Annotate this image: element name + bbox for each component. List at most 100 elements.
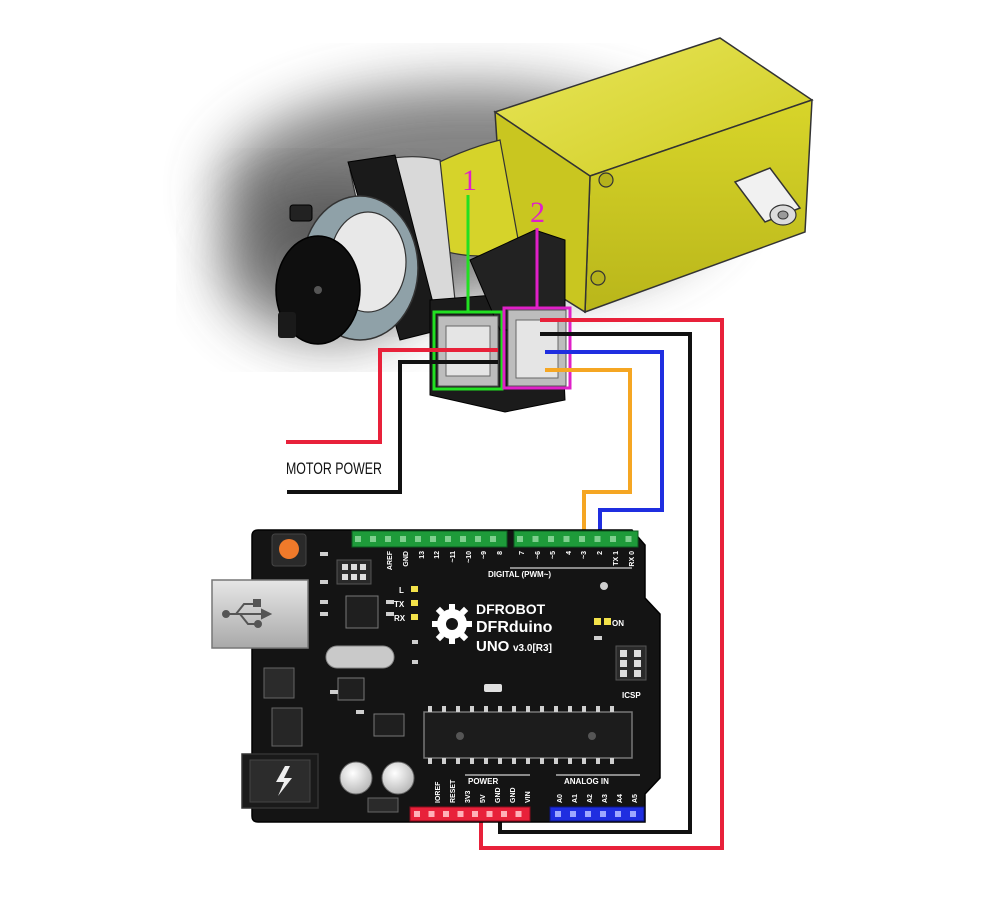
led-label-rx: RX xyxy=(394,614,406,623)
digital-pin-label: 2 xyxy=(597,551,604,555)
power-pin-label: IOREF xyxy=(435,781,442,803)
crystal xyxy=(325,645,395,669)
digital-pin-label: 7 xyxy=(519,551,526,555)
capacitor xyxy=(339,761,373,795)
digital-header-label: DIGITAL (PWM~) xyxy=(488,570,551,579)
screw-hole xyxy=(598,172,614,188)
digital-pin-label: ~9 xyxy=(481,551,488,559)
pin-hole xyxy=(532,536,539,542)
dfrobot-logo-icon xyxy=(432,604,472,644)
power-pin-label: 3V3 xyxy=(465,790,472,803)
wires xyxy=(286,318,724,850)
pin-hole xyxy=(355,536,361,542)
brand-label: DFROBOT xyxy=(476,601,546,617)
pin-hole xyxy=(460,536,466,542)
wire-encoder-a xyxy=(545,368,632,540)
capacitor xyxy=(381,761,415,795)
pin-hole xyxy=(400,536,406,542)
analog-pin-label: A0 xyxy=(557,794,564,803)
on-led-label: ON xyxy=(612,619,624,628)
pin-hole xyxy=(548,536,554,542)
pin-hole xyxy=(625,536,632,542)
pin-hole xyxy=(570,811,576,817)
wire-motor-black xyxy=(287,360,498,494)
atmega-chip xyxy=(423,711,633,759)
motor-power-label: MOTOR POWER xyxy=(286,459,382,478)
model-label: DFRduino xyxy=(476,619,553,636)
icsp-header-main xyxy=(615,645,647,681)
usb-chip xyxy=(345,595,379,629)
digital-pin-label: 8 xyxy=(497,551,504,555)
analog-pin-label: A4 xyxy=(617,794,624,803)
usb-icon xyxy=(222,599,273,628)
digital-pin-label: ~6 xyxy=(535,551,542,559)
pin-hole xyxy=(475,536,481,542)
power-pin-label: 5V xyxy=(480,794,487,803)
power-header-label: POWER xyxy=(468,777,498,786)
digital-header-right xyxy=(513,530,639,548)
pin-hole xyxy=(515,811,522,817)
led-label-l: L xyxy=(399,586,404,595)
digital-header-left xyxy=(351,530,508,548)
pin-hole xyxy=(385,536,391,542)
pin-hole xyxy=(490,536,496,542)
pin-hole xyxy=(370,536,376,542)
power-pin-label: RESET xyxy=(450,779,457,803)
pin-hole xyxy=(443,811,449,817)
digital-pin-label: ~11 xyxy=(450,551,457,563)
led-label-tx: TX xyxy=(394,600,405,609)
pin-hole xyxy=(430,536,436,542)
wire-motor-red xyxy=(286,348,498,444)
digital-pin-label: ~3 xyxy=(581,551,588,559)
analog-pin-label: A1 xyxy=(572,794,579,803)
digital-pin-label: GND xyxy=(403,551,410,567)
digital-pin-label: AREF xyxy=(387,550,394,570)
model-line2-label: UNO xyxy=(476,638,510,655)
pin-hole xyxy=(414,811,420,817)
analog-pin-label: A2 xyxy=(587,794,594,803)
pin-hole xyxy=(594,536,601,542)
icsp-header-usb xyxy=(336,559,372,585)
connector-2-label: 2 xyxy=(530,196,545,229)
digital-pin-label: 4 xyxy=(566,551,573,555)
pin-hole xyxy=(457,811,464,817)
pin-hole xyxy=(610,536,616,542)
pin-hole xyxy=(563,536,570,542)
digital-pin-label: ~10 xyxy=(466,551,473,563)
pin-hole xyxy=(415,536,421,542)
analog-header-label: ANALOG IN xyxy=(564,777,609,786)
digital-pin-label: 13 xyxy=(419,551,426,559)
power-pin-label: GND xyxy=(510,787,517,803)
output-shaft xyxy=(733,167,802,226)
digital-pin-label: ~5 xyxy=(550,551,557,559)
pin-hole xyxy=(428,811,435,817)
pin-hole xyxy=(585,811,591,817)
version-label: v3.0[R3] xyxy=(513,643,552,654)
pin-hole xyxy=(445,536,451,542)
power-header xyxy=(409,806,531,822)
screw-hole xyxy=(590,270,606,286)
digital-pin-label: RX 0 xyxy=(629,551,636,567)
power-pin-label: GND xyxy=(495,787,502,803)
connector-1-label: 1 xyxy=(462,164,477,197)
pin-hole xyxy=(630,811,636,817)
analog-pin-label: A3 xyxy=(602,794,609,803)
wire-encoder-5v xyxy=(479,318,724,850)
digital-pin-label: 12 xyxy=(434,551,441,559)
power-jack-icon xyxy=(276,766,292,796)
pin-hole xyxy=(615,811,621,817)
wire-encoder-b xyxy=(545,350,664,540)
analog-pin-label: A5 xyxy=(632,794,639,803)
digital-pin-label: TX 1 xyxy=(613,551,620,566)
pin-hole xyxy=(517,536,523,542)
pin-hole xyxy=(555,811,561,817)
pin-hole xyxy=(501,811,507,817)
pin-hole xyxy=(486,811,493,817)
arduino-board: ICSP ON L TX RX DFROBOT DFRduino UNO v3. xyxy=(211,529,661,823)
analog-header xyxy=(549,806,645,822)
pin-hole xyxy=(579,536,585,542)
pin-hole xyxy=(472,811,478,817)
reset-button xyxy=(279,539,299,559)
